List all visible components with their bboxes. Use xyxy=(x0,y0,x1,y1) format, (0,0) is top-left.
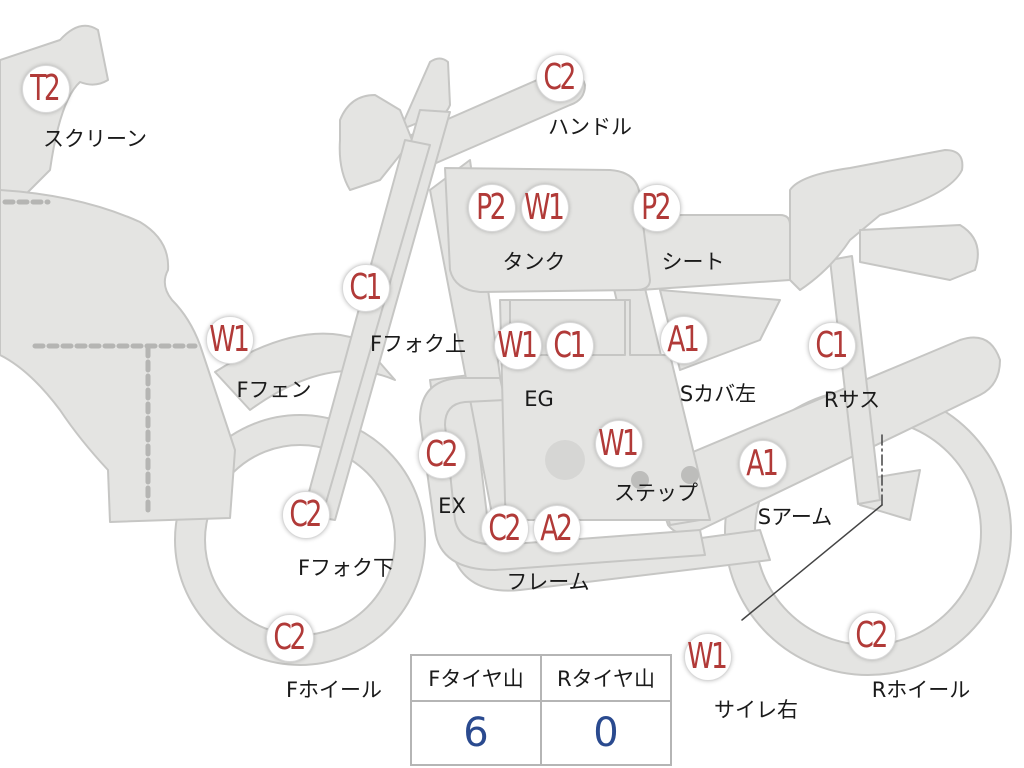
grade-badge-eg-corrosion: C1 xyxy=(546,322,594,370)
front-tread-header: Fタイヤ山 xyxy=(410,654,542,702)
grade-badge-handle: C2 xyxy=(536,54,584,102)
part-label-ffork-lower: Fフォク下 xyxy=(297,556,395,580)
grade-badge-silencer-right: W1 xyxy=(684,633,732,681)
part-label-sarm: Sアーム xyxy=(757,505,833,529)
grade-badge-frame-corrosion: C2 xyxy=(481,505,529,553)
grade-badge-step: W1 xyxy=(595,420,643,468)
grade-badge-scover-left: A1 xyxy=(660,316,708,364)
grade-badge-sarm: A1 xyxy=(739,440,787,488)
rear-suspension-shape xyxy=(829,255,881,505)
grade-badge-ffork-upper: C1 xyxy=(342,264,390,312)
part-label-ffender: Fフェン xyxy=(236,378,312,402)
grade-badge-screen: T2 xyxy=(22,65,70,113)
grade-badge-fwheel: C2 xyxy=(266,614,314,662)
part-label-fwheel: Fホイール xyxy=(285,678,383,702)
grade-badge-ffender: W1 xyxy=(206,316,254,364)
part-label-eg: EG xyxy=(524,387,554,411)
grade-badge-eg-wear: W1 xyxy=(494,322,542,370)
part-label-ex: EX xyxy=(438,494,466,518)
part-label-silencer-right: サイレ右 xyxy=(714,698,798,722)
part-label-frame: フレーム xyxy=(506,570,590,594)
part-label-ffork-upper: Fフォク上 xyxy=(369,332,467,356)
grade-badge-tank-wear: W1 xyxy=(521,184,569,232)
part-label-handle: ハンドル xyxy=(548,115,632,139)
part-label-scover-left: Sカバ左 xyxy=(679,382,757,406)
rear-tread-header: Rタイヤ山 xyxy=(540,654,672,702)
fairing-shape xyxy=(0,24,109,211)
exhaust-shape xyxy=(419,377,706,571)
part-label-rsus: Rサス xyxy=(823,388,881,412)
grade-badge-frame-abrasion: A2 xyxy=(533,505,581,553)
grade-badge-tank-paint: P2 xyxy=(468,184,516,232)
grade-badge-rwheel: C2 xyxy=(848,612,896,660)
grade-badge-ex: C2 xyxy=(418,431,466,479)
part-label-tank: タンク xyxy=(502,250,566,274)
grade-badge-ffork-lower: C2 xyxy=(282,491,330,539)
front-tread-value: 6 xyxy=(410,700,542,766)
rear-tread-value: 0 xyxy=(540,700,672,766)
part-label-screen: スクリーン xyxy=(43,127,147,151)
part-label-seat: シート xyxy=(661,250,725,274)
grade-badge-seat: P2 xyxy=(633,184,681,232)
part-label-step: ステップ xyxy=(614,481,698,505)
tire-tread-table: Fタイヤ山 Rタイヤ山 6 0 xyxy=(410,654,672,766)
grade-badge-rsus: C1 xyxy=(808,322,856,370)
part-label-rwheel: Rホイール xyxy=(871,678,971,702)
